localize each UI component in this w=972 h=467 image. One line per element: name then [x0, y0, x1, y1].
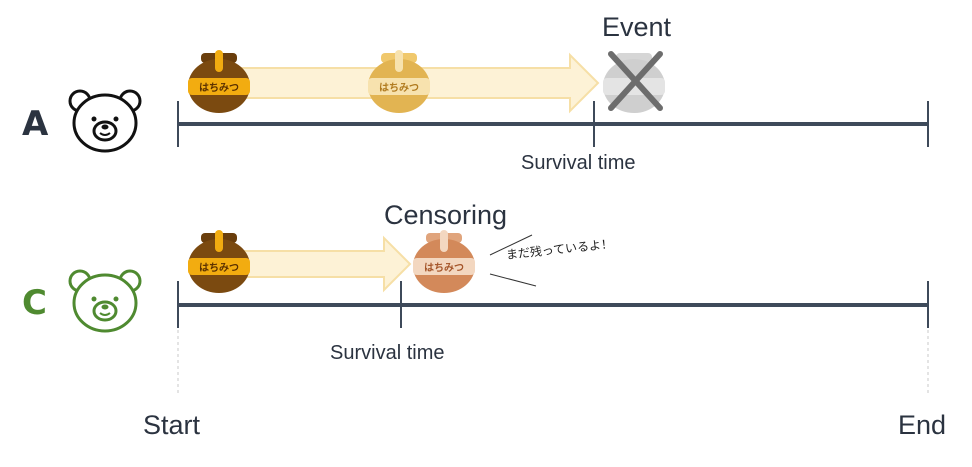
arrow-c	[227, 235, 412, 293]
cross-icon	[608, 51, 663, 111]
row-a: はちみつ はちみつ	[68, 50, 929, 153]
speech-line-bottom	[489, 273, 537, 287]
pot-label: はちみつ	[199, 262, 239, 274]
honey-pot-censored-icon: はちみつ	[413, 230, 475, 293]
pot-label: はちみつ	[424, 262, 464, 274]
row-c: はちみつ はちみつ	[68, 230, 929, 333]
pot-label: はちみつ	[379, 82, 419, 94]
row-a-letter: A	[22, 104, 49, 144]
censoring-label: Censoring	[384, 200, 508, 230]
survival-time-c-label: Survival time	[330, 342, 445, 364]
survival-time-a-label: Survival time	[521, 152, 636, 174]
honey-pot-full-icon: はちみつ	[188, 50, 250, 113]
end-label: End	[898, 410, 947, 440]
bear-c-icon	[68, 269, 142, 333]
start-label: Start	[143, 410, 201, 440]
event-label: Event	[602, 12, 672, 42]
honey-pot-half-icon: はちみつ	[368, 50, 430, 113]
row-c-letter: C	[22, 283, 47, 323]
speech-line-top	[489, 234, 533, 256]
pot-label: はちみつ	[199, 82, 239, 94]
bear-a-icon	[68, 89, 142, 153]
honey-pot-full-icon: はちみつ	[188, 230, 250, 293]
